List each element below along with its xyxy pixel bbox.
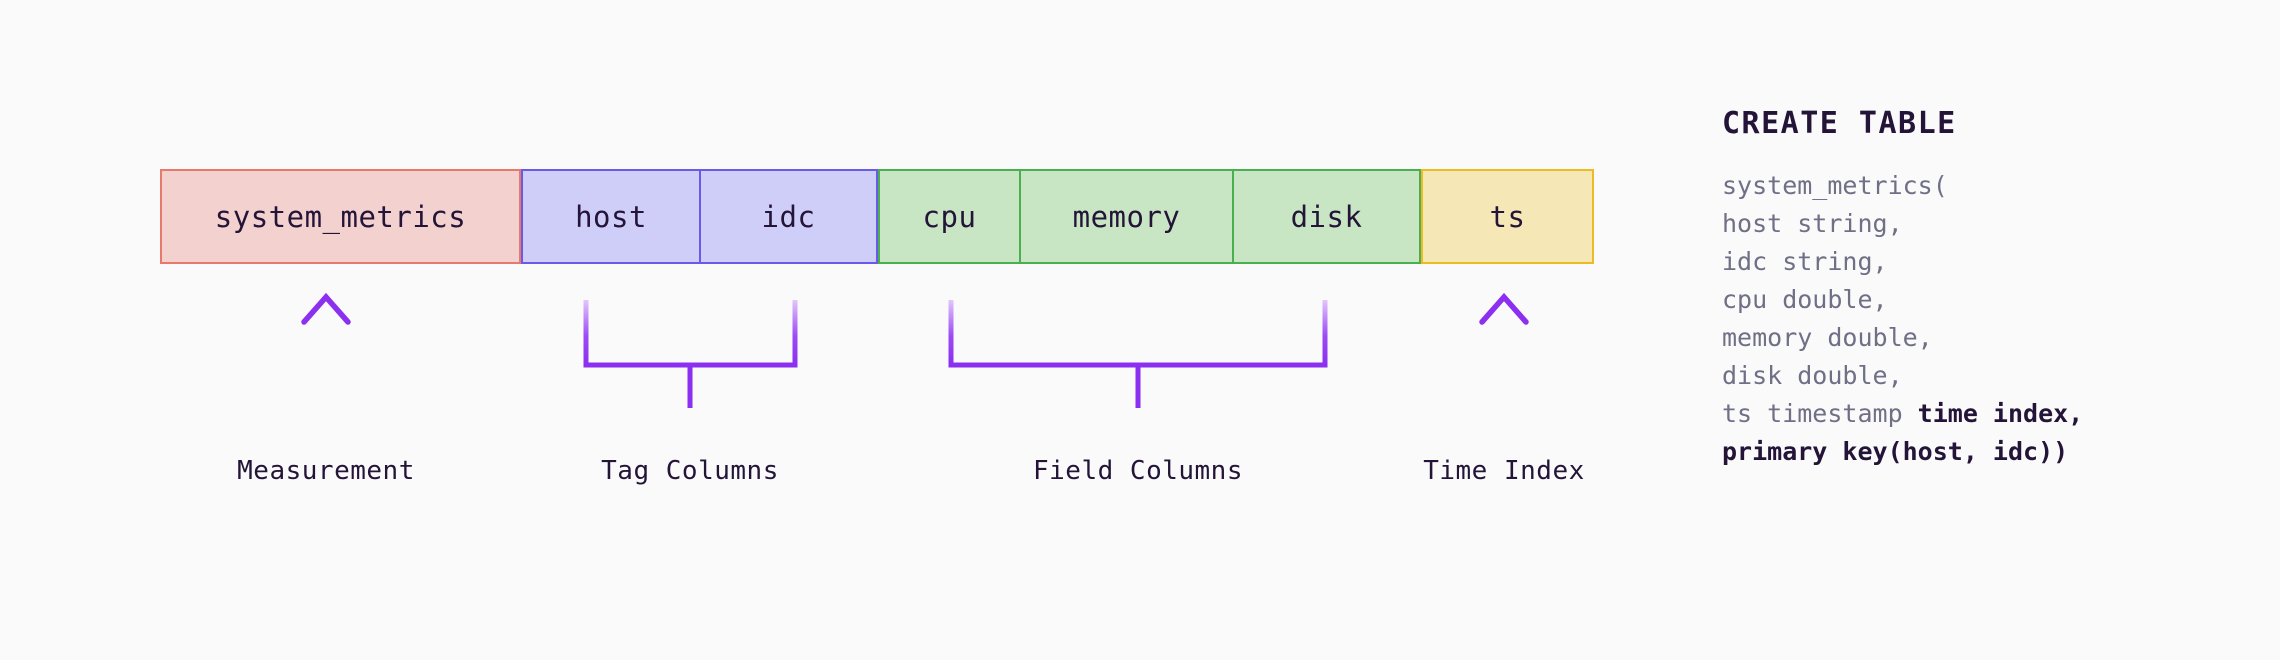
cell-field-disk[interactable]: disk	[1233, 169, 1421, 264]
cell-time-index-label: ts	[1489, 199, 1526, 234]
sql-line-keyword: primary key(host, idc))	[1722, 437, 2069, 466]
label-measurement: Measurement	[237, 456, 415, 486]
sql-line-plain: host string,	[1722, 209, 1903, 238]
cell-field-cpu-label: cpu	[922, 199, 977, 234]
sql-line: cpu double,	[1722, 281, 2242, 319]
sql-line-plain: memory double,	[1722, 323, 1933, 352]
connector-field-bracket	[948, 300, 1328, 408]
cell-field-memory[interactable]: memory	[1020, 169, 1233, 264]
cell-tag-idc[interactable]: idc	[700, 169, 878, 264]
sql-line-plain: cpu double,	[1722, 285, 1888, 314]
connector-tag-bracket	[583, 300, 798, 408]
sql-line: system_metrics(	[1722, 167, 2242, 205]
cell-measurement-label: system_metrics	[214, 199, 467, 234]
connector-measurement-arrow	[301, 292, 351, 404]
sql-heading: CREATE TABLE	[1722, 106, 1957, 141]
sql-line: ts timestamp time index,	[1722, 395, 2242, 433]
sql-body: system_metrics(host string, idc string, cp…	[1722, 167, 2242, 471]
sql-panel: CREATE TABLE system_metrics(host string,…	[1722, 106, 2242, 471]
sql-line: host string,	[1722, 205, 2242, 243]
cell-time-index[interactable]: ts	[1421, 169, 1594, 264]
cell-tag-idc-label: idc	[761, 199, 816, 234]
label-field-columns: Field Columns	[1033, 456, 1243, 486]
schema-strip: system_metrics host idc cpu memory disk …	[160, 169, 1594, 264]
connector-time-index-arrow	[1479, 292, 1529, 404]
sql-line: primary key(host, idc))	[1722, 433, 2242, 471]
cell-tag-host-label: host	[575, 199, 647, 234]
sql-line: idc string,	[1722, 243, 2242, 281]
label-tag-columns: Tag Columns	[601, 456, 779, 486]
sql-line-plain: ts timestamp	[1722, 399, 1918, 428]
sql-line-keyword: time index,	[1917, 399, 2084, 428]
label-time-index: Time Index	[1423, 456, 1585, 486]
cell-tag-host[interactable]: host	[521, 169, 700, 264]
cell-measurement[interactable]: system_metrics	[160, 169, 521, 264]
cell-field-memory-label: memory	[1072, 199, 1181, 234]
cell-field-disk-label: disk	[1290, 199, 1363, 234]
cell-field-cpu[interactable]: cpu	[878, 169, 1020, 264]
sql-line: memory double,	[1722, 319, 2242, 357]
sql-line-plain: disk double,	[1722, 361, 1903, 390]
sql-line-plain: system_metrics(	[1722, 171, 1948, 200]
sql-line-plain: idc string,	[1722, 247, 1888, 276]
sql-line: disk double,	[1722, 357, 2242, 395]
